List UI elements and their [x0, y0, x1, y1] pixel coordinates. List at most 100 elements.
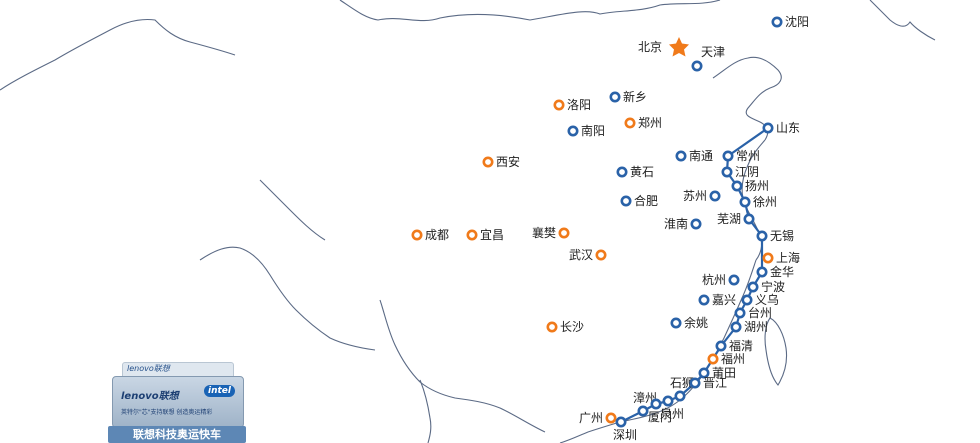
city-marker[interactable]: 天津 — [691, 45, 725, 72]
city-marker[interactable]: 上海 — [762, 250, 800, 265]
bohai-coast — [712, 56, 782, 141]
blue-city-dot[interactable] — [670, 317, 682, 329]
orange-city-dot[interactable] — [595, 249, 607, 261]
blue-city-dot[interactable] — [689, 377, 701, 389]
city-marker[interactable]: 晋江 — [689, 376, 727, 390]
orange-city-dot[interactable] — [624, 117, 636, 129]
city-marker[interactable]: 淮南 — [664, 216, 702, 231]
city-marker[interactable]: 广州 — [579, 411, 617, 425]
orange-city-dot[interactable] — [707, 353, 719, 365]
blue-city-dot[interactable] — [616, 166, 628, 178]
orange-city-dot[interactable] — [466, 229, 478, 241]
blue-city-dot[interactable] — [743, 213, 755, 225]
western-border — [0, 18, 236, 91]
city-marker[interactable]: 福州 — [707, 351, 745, 366]
blue-city-dot[interactable] — [662, 395, 674, 407]
city-label: 泉州 — [660, 407, 684, 421]
city-marker[interactable]: 西安 — [482, 154, 520, 169]
blue-city-dot[interactable] — [674, 390, 686, 402]
city-marker[interactable]: 襄樊 — [532, 225, 570, 240]
south-sea-coast — [559, 414, 651, 443]
city-marker[interactable]: 徐州 — [739, 194, 777, 209]
blue-city-dot[interactable] — [728, 274, 740, 286]
city-marker[interactable]: 黄石 — [616, 165, 654, 179]
orange-city-dot[interactable] — [605, 412, 617, 424]
blue-city-dot[interactable] — [698, 367, 710, 379]
city-marker[interactable]: 合肥 — [620, 193, 658, 208]
blue-city-dot[interactable] — [675, 150, 687, 162]
blue-city-dot[interactable] — [747, 281, 759, 293]
city-marker[interactable]: 杭州 — [702, 272, 740, 287]
blue-city-dot[interactable] — [730, 321, 742, 333]
city-marker[interactable]: 扬州 — [731, 178, 769, 193]
city-marker[interactable]: 金华 — [756, 264, 794, 279]
city-marker[interactable]: 郑州 — [624, 115, 662, 130]
blue-city-dot[interactable] — [739, 196, 751, 208]
city-label: 郑州 — [638, 115, 662, 130]
south-border — [379, 299, 546, 433]
city-marker[interactable]: 江阴 — [721, 165, 759, 179]
city-marker[interactable]: 福清 — [715, 338, 753, 353]
city-marker[interactable]: 宁波 — [747, 279, 785, 294]
blue-city-dot[interactable] — [698, 294, 710, 306]
city-marker[interactable]: 嘉兴 — [698, 293, 736, 307]
city-marker[interactable]: 南通 — [675, 148, 713, 163]
blue-city-dot[interactable] — [620, 195, 632, 207]
city-marker[interactable]: 莆田 — [698, 366, 736, 380]
city-marker[interactable]: 宜昌 — [466, 227, 504, 242]
city-marker[interactable]: 无锡 — [756, 228, 794, 243]
blue-city-dot[interactable] — [722, 150, 734, 162]
city-marker[interactable]: 长沙 — [546, 320, 584, 334]
blue-city-dot[interactable] — [731, 180, 743, 192]
blue-city-dot[interactable] — [734, 307, 746, 319]
orange-city-dot[interactable] — [553, 99, 565, 111]
city-marker[interactable]: 新乡 — [609, 89, 647, 104]
city-marker[interactable]: 湖州 — [730, 319, 768, 334]
city-marker[interactable]: 洛阳 — [553, 97, 591, 112]
city-markers: 沈阳天津洛阳 新乡南阳 郑州 山东西安 南通常州黄石 江阴扬州苏州 合肥 徐州淮南芜湖襄樊 成都… — [411, 14, 809, 442]
blue-city-dot[interactable] — [721, 166, 733, 178]
city-marker[interactable]: 漳州 — [633, 390, 657, 417]
blue-city-dot[interactable] — [756, 266, 768, 278]
blue-city-dot[interactable] — [715, 340, 727, 352]
blue-city-dot[interactable] — [771, 16, 783, 28]
city-marker[interactable]: 常州 — [722, 149, 760, 163]
city-marker[interactable]: 厦门 — [648, 398, 672, 424]
blue-city-dot[interactable] — [690, 218, 702, 230]
blue-city-dot[interactable] — [756, 230, 768, 242]
blue-city-dot[interactable] — [650, 398, 662, 410]
city-label: 武汉 — [569, 248, 593, 262]
city-label: 黄石 — [630, 165, 654, 179]
blue-city-dot[interactable] — [691, 60, 703, 72]
blue-city-dot[interactable] — [762, 122, 774, 134]
city-marker[interactable]: 山东 — [762, 121, 800, 135]
city-marker[interactable]: 沈阳 — [771, 14, 809, 29]
city-marker[interactable]: 义乌 — [741, 292, 779, 307]
city-marker[interactable]: 台州 — [734, 305, 772, 320]
city-marker[interactable]: 南阳 — [567, 123, 605, 138]
blue-city-dot[interactable] — [709, 190, 721, 202]
blue-city-dot[interactable] — [615, 416, 627, 428]
city-marker[interactable]: 成都 — [411, 228, 449, 242]
city-marker[interactable]: 苏州 — [683, 189, 721, 203]
orange-city-dot[interactable] — [546, 321, 558, 333]
blue-city-dot[interactable] — [567, 125, 579, 137]
city-marker[interactable]: 武汉 — [569, 248, 607, 262]
city-label: 新乡 — [623, 89, 647, 104]
orange-city-dot[interactable] — [482, 156, 494, 168]
orange-city-dot[interactable] — [762, 252, 774, 264]
northeast-border — [339, 0, 721, 22]
blue-city-dot[interactable] — [609, 91, 621, 103]
city-label: 江阴 — [735, 165, 759, 179]
orange-city-dot[interactable] — [411, 229, 423, 241]
city-marker[interactable]: 深圳 — [613, 416, 637, 442]
city-marker[interactable]: 泉州 — [660, 395, 684, 421]
orange-city-dot[interactable] — [558, 227, 570, 239]
city-marker[interactable]: 芜湖 — [717, 211, 755, 226]
city-marker[interactable]: 余姚 — [670, 315, 708, 330]
city-marker[interactable]: 石狮 — [670, 376, 694, 402]
sponsor-banner[interactable]: lenovo联想 lenovo联想 intel 英特尔"芯"支持联想 创造奥运精… — [108, 362, 246, 443]
blue-city-dot[interactable] — [741, 294, 753, 306]
blue-city-dot[interactable] — [637, 405, 649, 417]
